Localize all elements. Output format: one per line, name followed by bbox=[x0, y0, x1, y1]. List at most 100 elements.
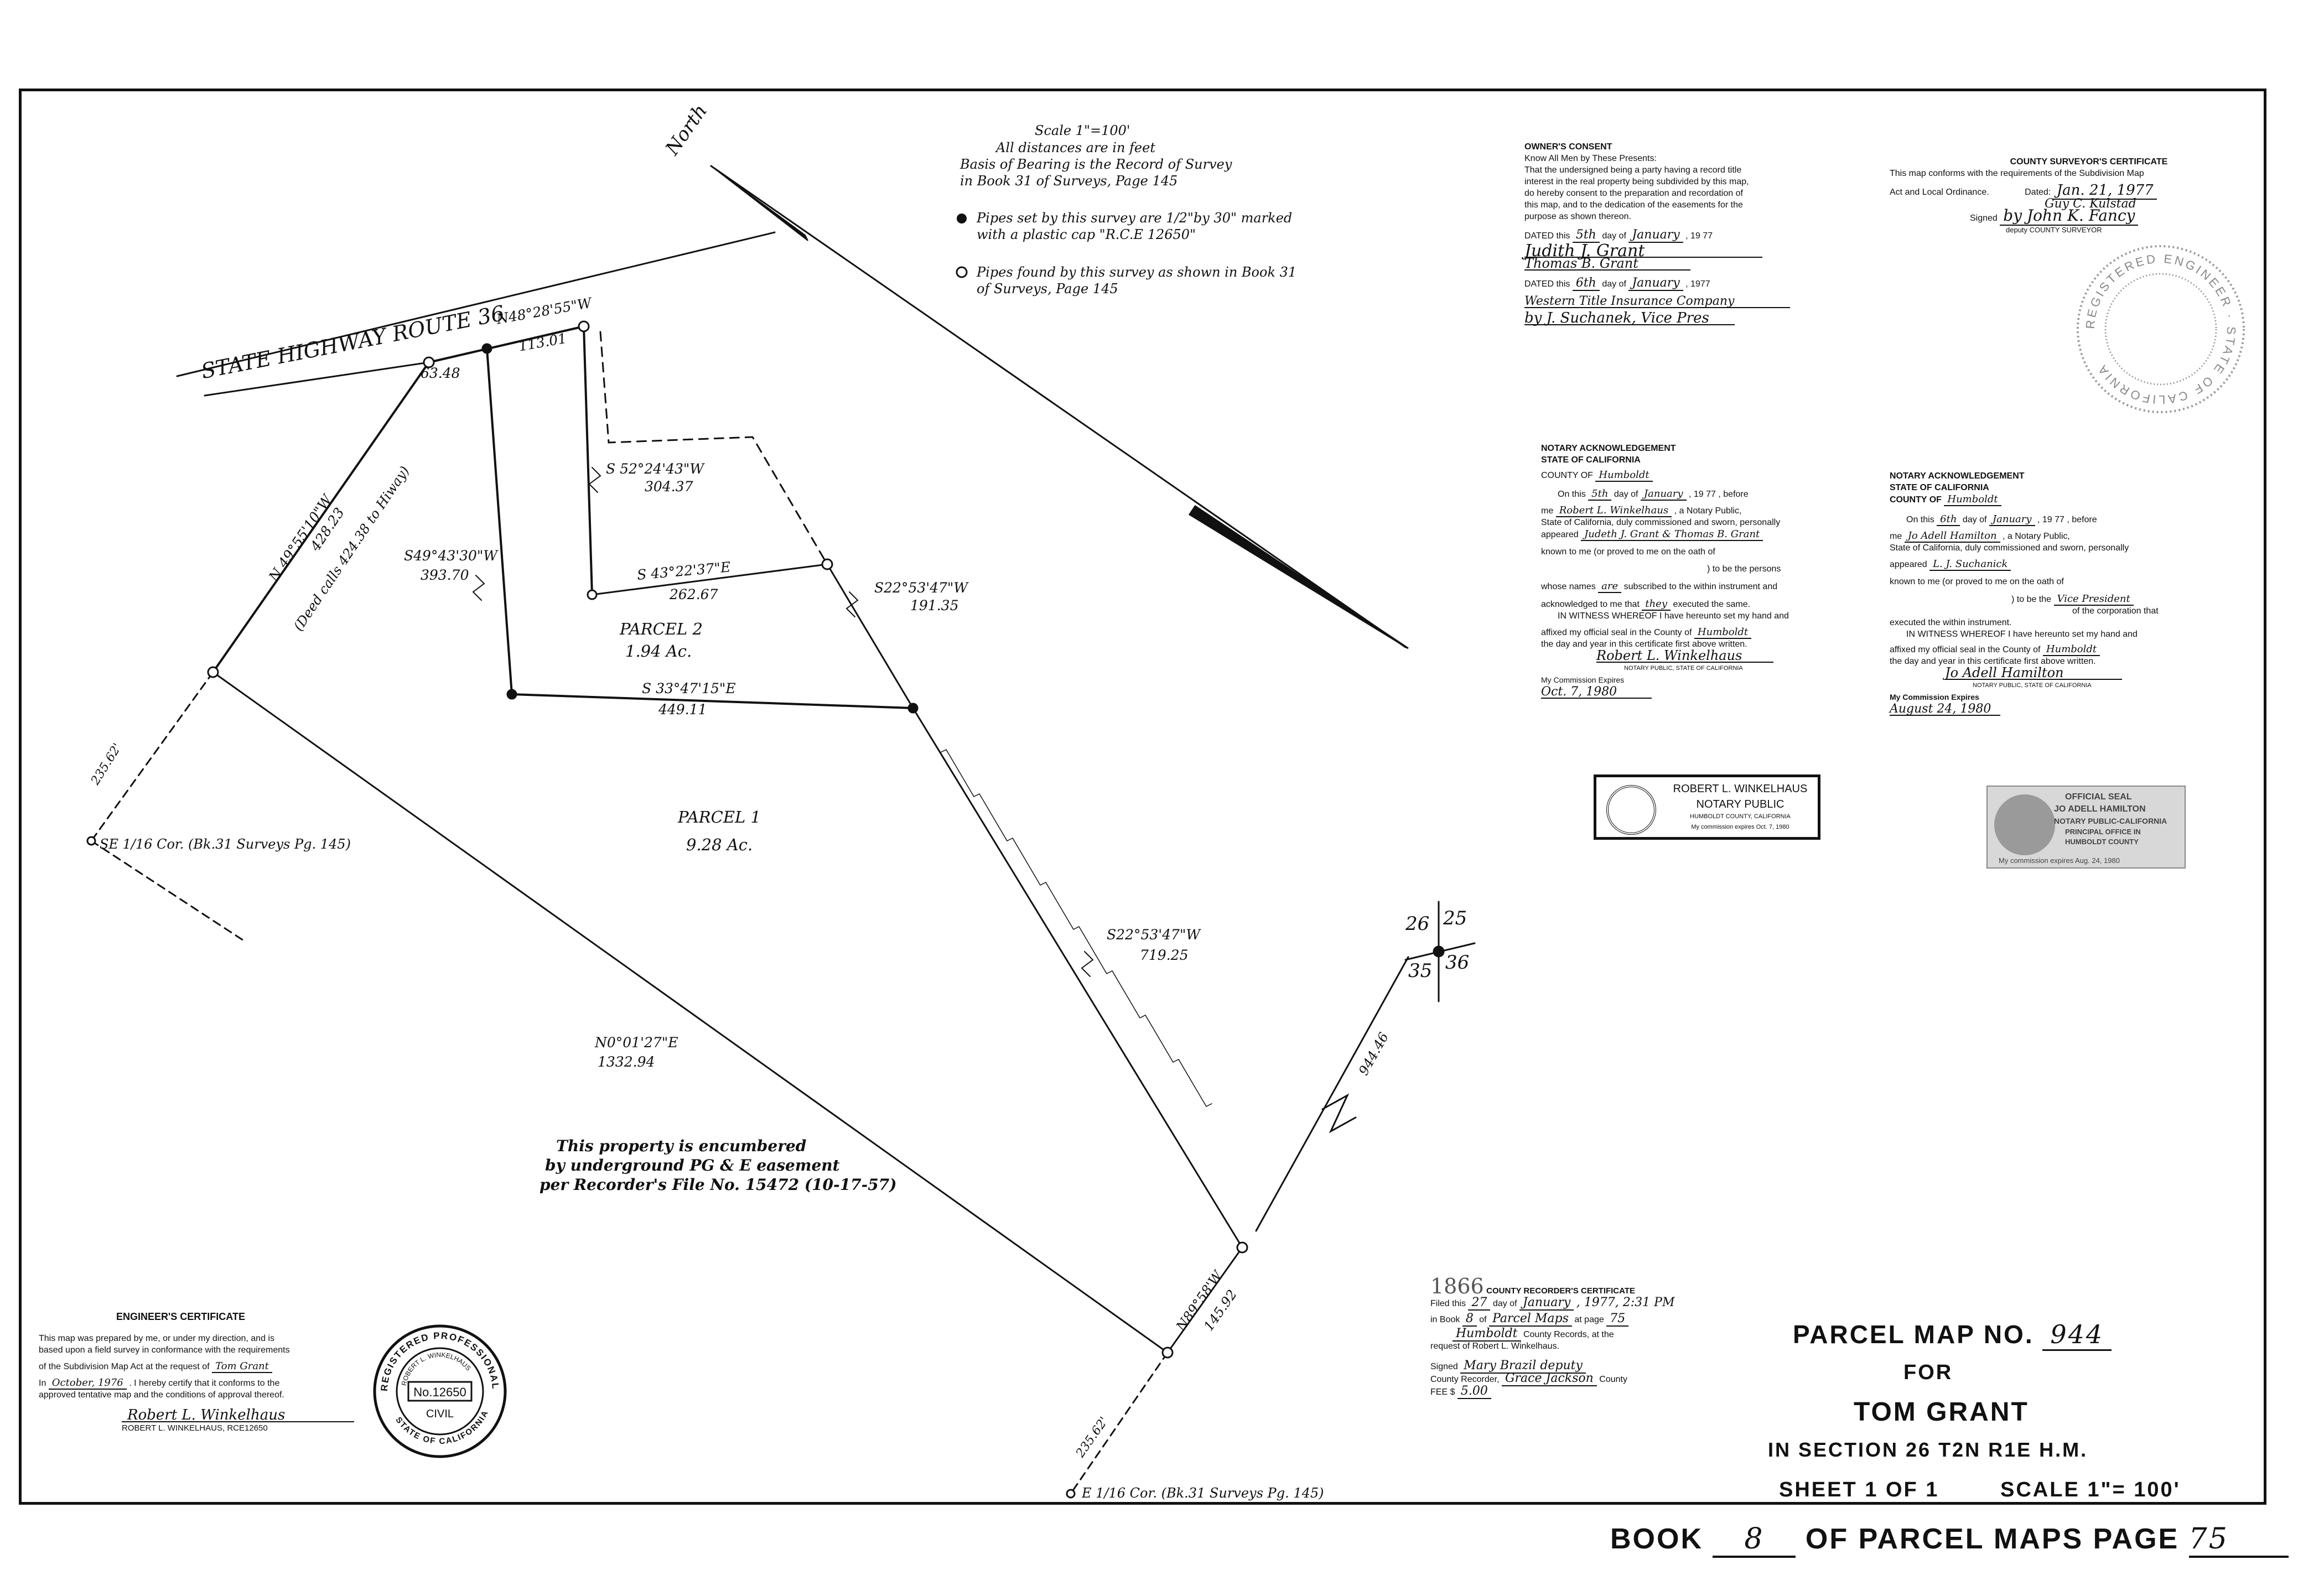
rec-county-line: Humboldt County Records, at the bbox=[1430, 1327, 1773, 1342]
rec-signed: Signed bbox=[1430, 1362, 1458, 1371]
pipes-found-note-1: Pipes found by this survey as shown in B… bbox=[977, 264, 1297, 280]
eng-sig: Robert L. Winkelhaus bbox=[127, 1407, 286, 1423]
n1-executed: executed the same. bbox=[1673, 600, 1751, 609]
n1-sig: Robert L. Winkelhaus bbox=[1596, 649, 1773, 663]
tie-se-corner-2 bbox=[90, 840, 245, 942]
title-owner: TOM GRANT bbox=[1854, 1397, 2029, 1427]
n2-on-this: On this bbox=[1906, 515, 1934, 524]
eng-l4-line: In October, 1976 . I hereby certify that… bbox=[39, 1377, 349, 1390]
highway-edge-north bbox=[176, 231, 776, 377]
owners-dated2-prefix: DATED this bbox=[1524, 279, 1570, 289]
owners-dated-prefix: DATED this bbox=[1524, 231, 1570, 241]
owners-l5: this map, and to the dedication of the e… bbox=[1524, 200, 1743, 210]
bearing-s2253-upper: S22°53'47"W bbox=[874, 580, 968, 596]
tie-e-corner bbox=[1070, 1351, 1169, 1495]
rec-county: County bbox=[1599, 1375, 1627, 1384]
rec-inbook: in Book bbox=[1430, 1315, 1460, 1324]
rec-month: January bbox=[1519, 1296, 1574, 1311]
boundary-west bbox=[212, 361, 430, 673]
easement-dashed bbox=[599, 331, 828, 565]
rec-book-line: in Book 8 of Parcel Maps at page 75 bbox=[1430, 1312, 1773, 1327]
notary1-stamp-seal-icon bbox=[1606, 785, 1656, 835]
n2-me: me bbox=[1890, 532, 1902, 541]
n2-expires: My Commission Expires bbox=[1890, 693, 1979, 701]
notary2-seal: OFFICIAL SEAL JO ADELL HAMILTON NOTARY P… bbox=[1986, 786, 2186, 869]
n1-whose-line: whose names are subscribed to the within… bbox=[1541, 580, 1851, 593]
notary-acknowledgement-1: NOTARY ACKNOWLEDGEMENT STATE OF CALIFORN… bbox=[1541, 443, 1851, 699]
rec-heading: COUNTY RECORDER'S CERTIFICATE bbox=[1486, 1286, 1636, 1296]
scale-note: Scale 1"=100' bbox=[1035, 123, 1130, 138]
n1-they: they bbox=[1642, 598, 1671, 611]
owners-year: , 19 77 bbox=[1685, 231, 1713, 241]
n1-np: , a Notary Public, bbox=[1674, 506, 1742, 516]
n1-appeared-line: appeared Judeth J. Grant & Thomas B. Gra… bbox=[1541, 528, 1851, 541]
owners-day2: 6th bbox=[1572, 276, 1600, 291]
rec-number: 1866 bbox=[1430, 1274, 1484, 1298]
corner-se bbox=[86, 836, 96, 846]
distance-304: 304.37 bbox=[645, 479, 693, 495]
svg-text:REGISTERED ENGINEER · STATE OF: REGISTERED ENGINEER · STATE OF CALIFORNI… bbox=[2083, 252, 2239, 407]
rec-header-line: 1866 COUNTY RECORDER'S CERTIFICATE bbox=[1430, 1276, 1773, 1297]
footer-book-val: 8 bbox=[1713, 1522, 1796, 1558]
boundary-south-diagonal bbox=[212, 671, 1169, 1354]
notary2-seal-5: HUMBOLDT COUNTY bbox=[2065, 838, 2139, 846]
surveyor-l2: Act and Local Ordinance. bbox=[1890, 188, 1989, 197]
rec-sig1: Mary Brazil deputy bbox=[1460, 1359, 1586, 1374]
pipes-set-note-2: with a plastic cap "R.C.E 12650" bbox=[977, 227, 1196, 242]
surveyor-heading: COUNTY SURVEYOR'S CERTIFICATE bbox=[2010, 157, 2168, 167]
n2-appeared-val: L. J. Suchanick bbox=[1929, 558, 2011, 571]
rec-signed-line: Signed Mary Brazil deputy bbox=[1430, 1359, 1773, 1374]
notary2-seal-4: PRINCIPAL OFFICE IN bbox=[2065, 828, 2141, 836]
pipe-set-2 bbox=[506, 689, 517, 700]
n2-appeared: appeared bbox=[1890, 560, 1927, 569]
tie-se-corner bbox=[90, 671, 214, 842]
basis-note-2: in Book 31 of Surveys, Page 145 bbox=[960, 173, 1178, 189]
owners-sig2: Thomas B. Grant bbox=[1524, 257, 1690, 271]
pipes-found-note-2: of Surveys, Page 145 bbox=[977, 281, 1118, 297]
rec-fee-val: 5.00 bbox=[1457, 1384, 1491, 1399]
notary1-stamp-title: NOTARY PUBLIC bbox=[1696, 798, 1785, 810]
highway-frontage bbox=[428, 325, 585, 363]
section-25: 25 bbox=[1443, 907, 1467, 929]
title-section: IN SECTION 26 T2N R1E H.M. bbox=[1768, 1438, 2088, 1461]
pipes-set-note-1: Pipes set by this survey are 1/2"by 30" … bbox=[977, 210, 1293, 226]
surveyor-l2-line: Act and Local Ordinance. Dated: Jan. 21,… bbox=[1890, 182, 2222, 200]
n2-tobe-val: Vice President bbox=[2053, 593, 2134, 606]
rec-recorder-line: County Recorder, Grace Jackson County bbox=[1430, 1371, 1773, 1386]
boundary-s3347 bbox=[511, 693, 914, 709]
rec-filed: Filed this bbox=[1430, 1299, 1466, 1308]
legend-found-bullet bbox=[956, 266, 968, 278]
owners-day-of: day of bbox=[1602, 231, 1626, 241]
title-scale: SCALE 1"= 100' bbox=[2000, 1478, 2181, 1501]
surveyor-signed: Signed bbox=[1970, 214, 1998, 223]
pipe-set-3 bbox=[907, 703, 919, 714]
distance-1332: 1332.94 bbox=[598, 1054, 655, 1070]
map-border bbox=[19, 89, 2266, 1505]
bearing-s5224: S 52°24'43"W bbox=[606, 461, 704, 477]
notary2-seal-3: NOTARY PUBLIC-CALIFORNIA bbox=[2054, 817, 2167, 825]
pipe-set-1 bbox=[481, 343, 492, 354]
n1-day: 5th bbox=[1588, 488, 1612, 501]
rec-county-val: Humboldt bbox=[1453, 1327, 1521, 1342]
section-corner bbox=[1433, 945, 1445, 958]
distance-262: 262.67 bbox=[670, 586, 718, 602]
eng-l1: This map was prepared by me, or under my… bbox=[39, 1334, 274, 1343]
section-35: 35 bbox=[1408, 960, 1433, 982]
owners-l6: purpose as shown thereon. bbox=[1524, 212, 1632, 221]
rec-atpage: at page bbox=[1574, 1315, 1604, 1324]
rec-sig2: Grace Jackson bbox=[1501, 1371, 1597, 1386]
surveyor-dated: Dated: bbox=[2025, 188, 2051, 197]
n2-month: January bbox=[1989, 513, 2035, 526]
n1-county-val: Humboldt bbox=[1595, 469, 1653, 482]
owners-day: 5th bbox=[1572, 228, 1600, 243]
easement-note-2: by underground PG & E easement bbox=[545, 1156, 840, 1174]
n1-tobe: ) to be the persons bbox=[1707, 564, 1781, 574]
owners-l4: do hereby consent to the preparation and… bbox=[1524, 189, 1743, 198]
n1-county: COUNTY OF bbox=[1541, 471, 1593, 480]
n1-exp-val: Oct. 7, 1980 bbox=[1541, 686, 1652, 699]
e-corner-label: E 1/16 Cor. (Bk.31 Surveys Pg. 145) bbox=[1082, 1485, 1324, 1501]
county-recorders-certificate: 1866 COUNTY RECORDER'S CERTIFICATE Filed… bbox=[1430, 1276, 1773, 1399]
n1-whose: whose names bbox=[1541, 582, 1596, 591]
n2-county-val: Humboldt bbox=[1944, 493, 2001, 506]
